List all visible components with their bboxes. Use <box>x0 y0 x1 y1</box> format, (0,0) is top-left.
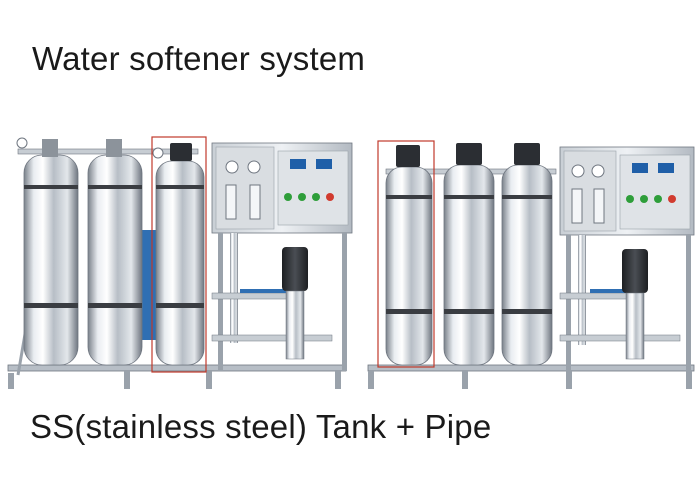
page-title: Water softener system <box>32 40 366 77</box>
highlight-box <box>377 140 435 368</box>
steel-tank <box>87 139 143 366</box>
steel-tank <box>385 145 433 366</box>
product-photo <box>7 136 695 389</box>
caption-text: SS(stainless steel) Tank + Pipe <box>30 408 492 445</box>
highlight-box <box>151 136 207 373</box>
left-unit <box>7 136 353 389</box>
steel-tank <box>155 143 205 366</box>
steel-tank <box>501 143 553 366</box>
steel-tank <box>23 139 79 366</box>
steel-tank <box>443 143 495 366</box>
right-unit <box>367 140 695 389</box>
